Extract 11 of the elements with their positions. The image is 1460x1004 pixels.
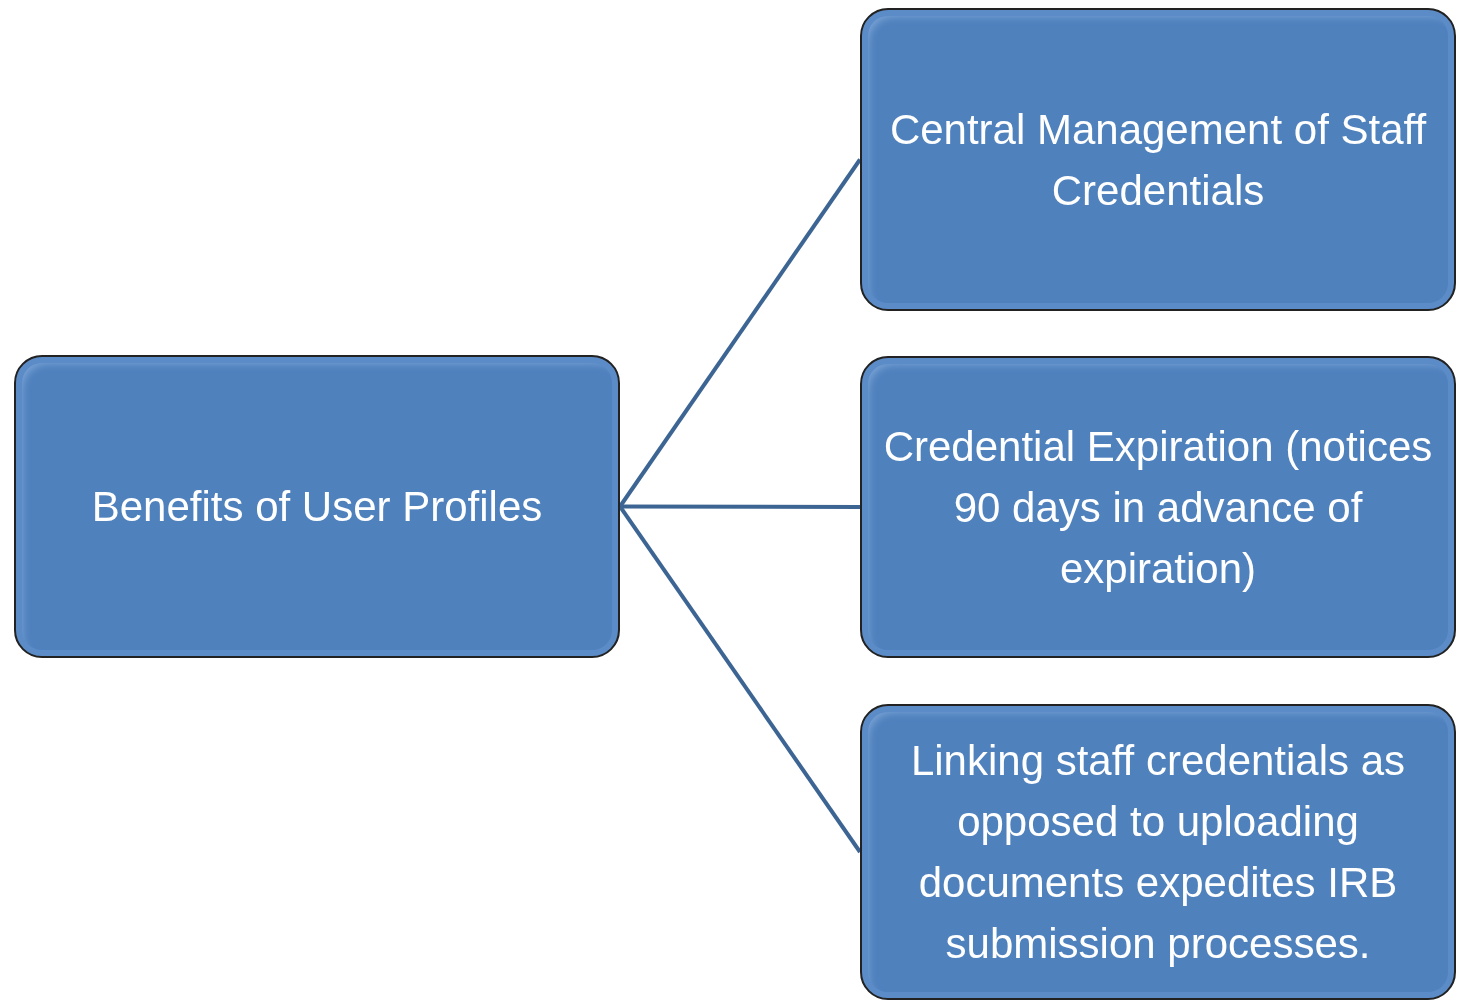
rounded-box [860, 8, 1456, 311]
connector-line [618, 505, 862, 854]
connector-line [618, 158, 862, 508]
rounded-box [860, 704, 1456, 1000]
box-text: Credential Expiration (notices 90 days in advance of expiration) [882, 421, 1434, 594]
rounded-box [860, 356, 1456, 658]
box-text: Central Management of Staff Credentials [888, 104, 1428, 216]
connector-line [620, 504, 860, 509]
rounded-box [14, 355, 620, 658]
box-text: Linking staff credentials as opposed to uploading documents expedites IRB submission processes. [909, 736, 1407, 969]
box-text: Benefits of User Profiles [91, 482, 543, 532]
